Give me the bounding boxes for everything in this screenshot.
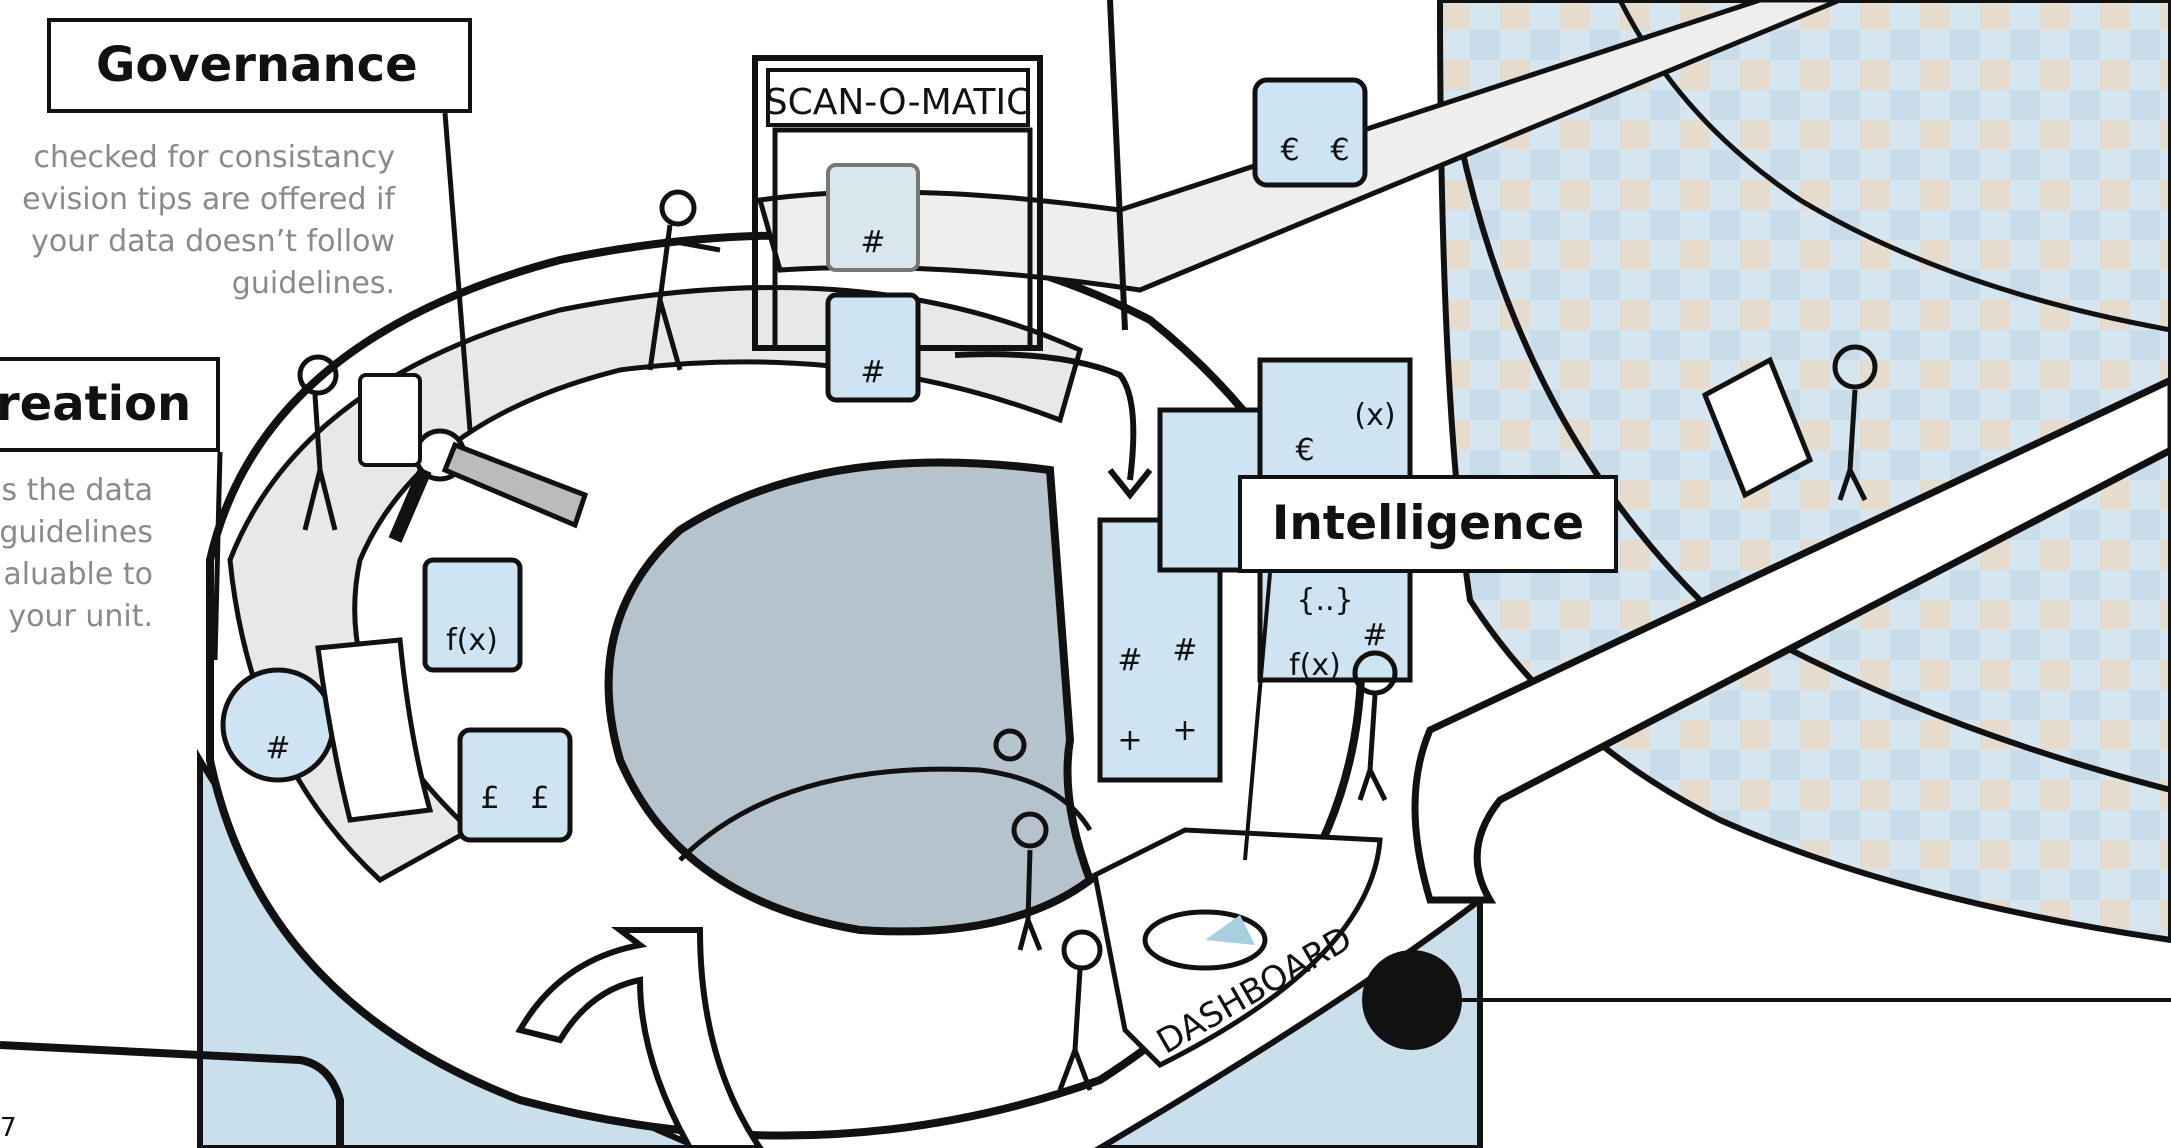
stick-figures [297, 189, 1878, 1091]
cube-symbol-function: f(x) [446, 623, 498, 658]
governance-label: Governance [47, 18, 472, 113]
cube-symbol-hash: # [860, 225, 885, 260]
creation-label: reation [0, 357, 220, 452]
governance-description-line: checked for consistancy [33, 140, 395, 175]
cube-pound: £ £ [457, 727, 573, 843]
cube-symbol-pound: £ [480, 781, 499, 816]
location-marker [1362, 950, 1462, 1050]
cube-symbol-hash: # [860, 355, 885, 390]
flow-arrowhead [1107, 468, 1153, 500]
laptop [1701, 356, 1814, 499]
intelligence-label: Intelligence [1238, 475, 1618, 573]
governance-description-line: guidelines. [231, 266, 395, 301]
cube-symbol-euro: € [1280, 133, 1299, 168]
creation-description-line: your unit. [8, 599, 153, 634]
intelligence-leader-line [1243, 572, 1272, 861]
flow-arrow [954, 351, 1137, 481]
cube-symbol-function: f(x) [1289, 648, 1341, 683]
cube-symbol-pound: £ [530, 781, 549, 816]
governance-description-line: your data doesn’t follow [31, 224, 395, 259]
frame-corner [0, 1041, 344, 1148]
document-sheet [315, 637, 434, 823]
cube-symbol-plus: + [1117, 723, 1142, 758]
central-pit [604, 458, 1095, 936]
cube-symbol-variable: (x) [1354, 398, 1395, 433]
governance-description: checked for consistancy evision tips are… [22, 137, 395, 305]
pole [1107, 0, 1128, 331]
sphere-hash: # [220, 667, 336, 783]
cube-symbol-hash: # [1362, 618, 1387, 653]
creation-description-line: s the data [1, 473, 153, 508]
creation-description-line: aluable to [3, 557, 153, 592]
scanner-sign-text: SCAN-O-MATIC [765, 82, 1032, 123]
creation-leader-line [212, 451, 223, 661]
page-number: 7 [0, 1113, 17, 1143]
cube-after-scanner: # [825, 292, 921, 403]
cube-function: f(x) [422, 557, 523, 673]
governance-description-line: evision tips are offered if [22, 182, 395, 217]
governance-leader-line [442, 112, 473, 431]
cube-symbol-euro: € [1330, 133, 1349, 168]
cube-symbol-hash: # [1172, 633, 1197, 668]
creation-description: s the data guidelines aluable to your un… [0, 470, 153, 638]
road-right [1411, 376, 2171, 904]
sphere-symbol-hash: # [265, 731, 290, 766]
cube-symbol-plus: + [1172, 713, 1197, 748]
scan-o-matic-gate: SCAN-O-MATIC [752, 55, 1043, 351]
cube-symbol-euro: € [1295, 433, 1314, 468]
cube-euro-belt: € € [1252, 77, 1368, 188]
handheld-device [358, 373, 422, 467]
cube-in-scanner: # [826, 163, 920, 272]
cube-symbol-hash: # [1117, 643, 1142, 678]
big-arrow [515, 927, 764, 1148]
cube-symbol-braces: {..} [1296, 583, 1353, 618]
creation-description-line: guidelines [0, 515, 153, 550]
